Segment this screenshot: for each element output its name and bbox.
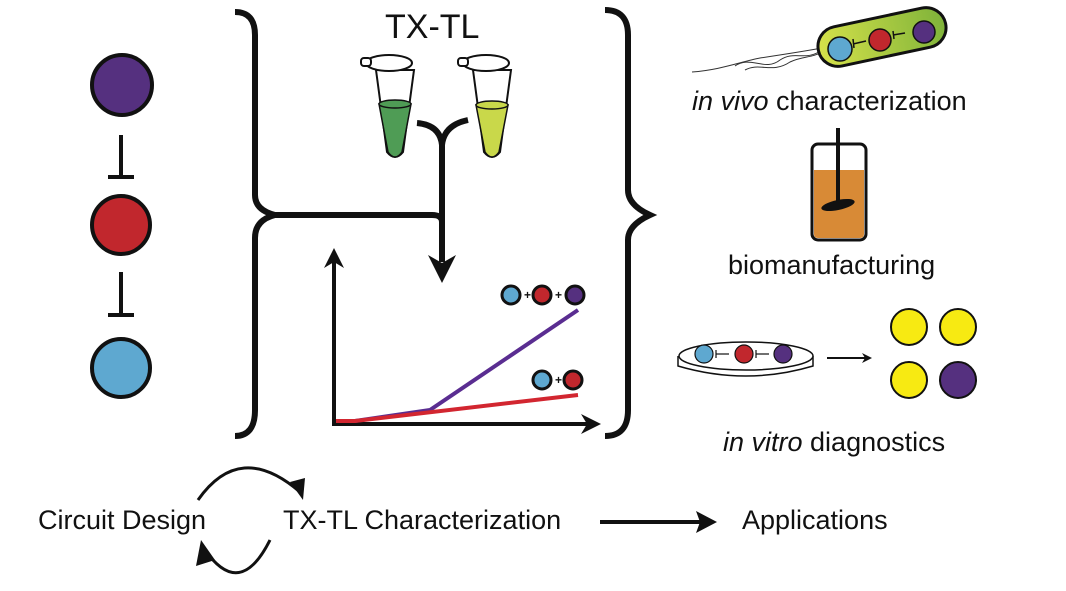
- merge-arrow: [416, 117, 469, 262]
- in-vitro-rest: diagnostics: [802, 427, 946, 457]
- repression-symbol: [108, 135, 134, 179]
- kinetics-plot: + + +: [324, 248, 601, 434]
- in-vivo-italic: in vivo: [692, 86, 769, 116]
- in-vivo-rest: characterization: [768, 86, 967, 116]
- purple-series-line: [336, 308, 580, 423]
- legend-two-node: +: [531, 369, 584, 391]
- node-purple: [90, 53, 154, 117]
- circuit-diagram: [90, 53, 154, 399]
- svg-text:+: +: [524, 288, 531, 302]
- txtl-title: TX-TL: [385, 8, 480, 46]
- red-series-line: [336, 393, 579, 423]
- bacterium-icon: [691, 6, 948, 73]
- right-brace: [604, 7, 658, 439]
- tube-green: [360, 54, 416, 158]
- down-arrow-head: [428, 255, 456, 283]
- workflow-arrow-head: [696, 511, 717, 533]
- bioreactor-icon: [810, 128, 868, 242]
- legend-three-node: + +: [500, 284, 586, 306]
- workflow-circuit-design: Circuit Design: [38, 505, 207, 535]
- diagnostic-spots: [890, 308, 977, 399]
- workflow-applications: Applications: [742, 505, 888, 535]
- svg-text:+: +: [555, 288, 562, 302]
- biomanufacturing-label: biomanufacturing: [728, 250, 936, 280]
- cycle-arrow-forward: [196, 466, 301, 501]
- workflow-txtl-characterization: TX-TL Characterization: [283, 505, 562, 535]
- node-red: [90, 194, 152, 256]
- node-blue: [90, 337, 152, 399]
- svg-text:+: +: [555, 373, 562, 387]
- cycle-arrow-back: [203, 539, 272, 575]
- in-vitro-label: in vitro diagnostics: [723, 427, 945, 458]
- tube-yellow: [457, 54, 513, 158]
- in-vivo-label: in vivo characterization: [692, 86, 967, 117]
- cycle-arrow-back-head: [196, 540, 215, 566]
- in-vitro-italic: in vitro: [723, 427, 803, 457]
- cycle-arrow-forward-head: [290, 478, 305, 500]
- petri-dish-icon: [677, 341, 814, 377]
- repression-symbol: [108, 272, 134, 317]
